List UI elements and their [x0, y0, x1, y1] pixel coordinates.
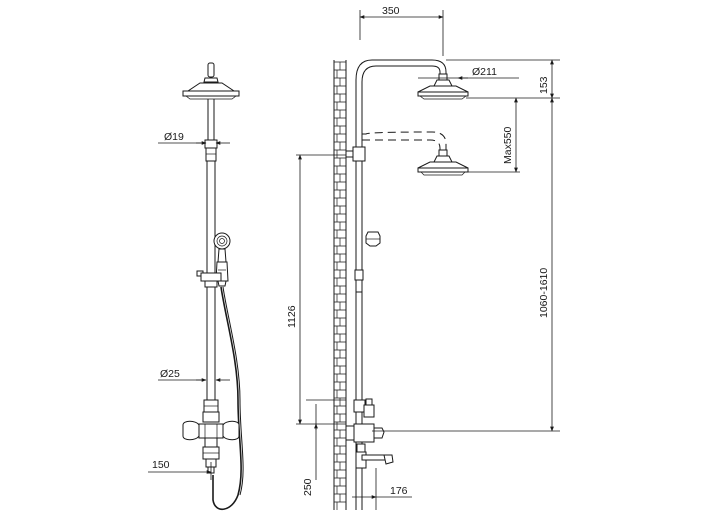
max-drop-label: Max550 [502, 126, 514, 164]
front-hose [212, 286, 242, 510]
side-lowered-position [362, 131, 469, 176]
side-view: 350 Ø211 153 Max550 1060-1610 1126 [286, 5, 560, 510]
side-shower-head-top [417, 73, 469, 100]
spout-height-label: 250 [302, 478, 314, 496]
side-dimensions: 350 Ø211 153 Max550 1060-1610 1126 [286, 5, 560, 510]
side-mixer [345, 398, 394, 469]
front-shower-head [182, 62, 240, 100]
head-height-label: 153 [538, 76, 550, 94]
side-hand-holder [354, 231, 381, 293]
adjust-height-label: 1060-1610 [538, 268, 550, 318]
front-slide-holder [196, 270, 222, 288]
mixer-width-label: 150 [152, 459, 170, 471]
pipe-diameter-label: Ø25 [160, 368, 180, 380]
holder-height-label: 1126 [286, 305, 298, 328]
front-riser [204, 99, 218, 400]
spout-depth-label: 176 [390, 485, 408, 497]
front-dimensions: Ø19 Ø25 150 [148, 131, 230, 480]
wall-hatch [333, 60, 347, 510]
side-wall-bracket [345, 146, 366, 162]
shower-head-diameter-label: Ø211 [472, 66, 497, 78]
head-diameter-label: Ø19 [164, 131, 184, 143]
front-hand-shower [213, 232, 231, 287]
front-view: Ø19 Ø25 150 [148, 62, 244, 510]
arm-length-label: 350 [382, 5, 400, 17]
